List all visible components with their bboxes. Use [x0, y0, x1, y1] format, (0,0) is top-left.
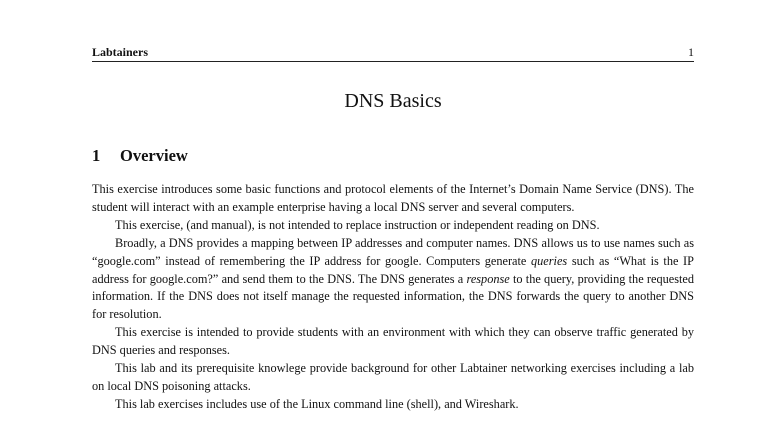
paragraph-dns-mapping: Broadly, a DNS provides a mapping betwee…: [92, 235, 694, 325]
term-response: response: [466, 271, 510, 286]
paragraph-purpose: This exercise is intended to provide stu…: [92, 325, 694, 358]
paragraph-background: This lab and its prerequisite knowlege p…: [92, 361, 694, 393]
section-body: This exercise introduces some basic func…: [92, 181, 694, 414]
running-header: Labtainers 1: [92, 43, 694, 61]
paragraph-intro: This exercise introduces some basic func…: [92, 182, 694, 214]
section-number: 1: [92, 146, 101, 165]
paragraph-text-part: such as “What is the IP address for goog…: [92, 253, 694, 286]
running-title: Labtainers: [92, 45, 149, 59]
document-title: DNS Basics: [344, 90, 442, 112]
section-heading: 1 Overview: [92, 145, 188, 167]
header-rule: [92, 61, 694, 62]
paragraph-text-part: to the query, providing the requested in…: [92, 271, 695, 322]
term-queries: queries: [531, 253, 568, 268]
paragraph-text-part: Broadly, a DNS provides a mapping betwee…: [92, 235, 694, 268]
page-number: 1: [688, 45, 694, 59]
paragraph-tools: This lab exercises includes use of the L…: [115, 396, 519, 411]
paragraph-disclaimer: This exercise, (and manual), is not inte…: [115, 217, 600, 232]
section-title: Overview: [120, 146, 188, 165]
